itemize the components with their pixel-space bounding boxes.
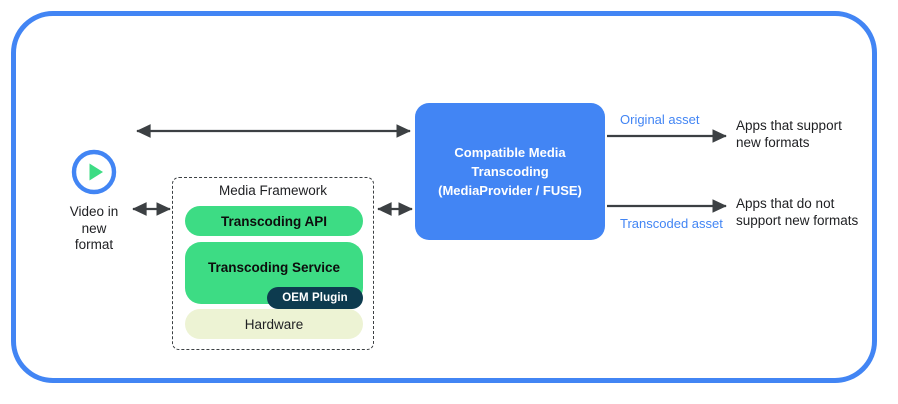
hardware-label: Hardware — [244, 316, 304, 332]
compatible-media-transcoding-box[interactable]: Compatible Media Transcoding (MediaProvi… — [415, 103, 605, 240]
apps-no-support-line-2: support new formats — [736, 213, 859, 228]
play-circle-icon — [71, 149, 117, 195]
video-source-label-line-3: format — [74, 237, 114, 252]
apps-no-support-label: Apps that do not support new formats — [736, 195, 858, 229]
apps-no-support-line-1: Apps that do not — [736, 196, 835, 211]
oem-plugin-label: OEM Plugin — [282, 292, 348, 304]
cmt-line-3: (MediaProvider / FUSE) — [438, 183, 582, 198]
transcoded-asset-label: Transcoded asset — [620, 216, 723, 231]
original-asset-label: Original asset — [620, 112, 700, 127]
video-source-label-line-2: new — [81, 220, 107, 236]
video-source-label: Video in new format — [44, 204, 144, 254]
apps-support-line-2: new formats — [736, 135, 810, 150]
video-source: Video in new format — [44, 148, 144, 254]
cmt-line-2: Transcoding — [471, 164, 549, 179]
apps-support-line-1: Apps that support — [736, 118, 842, 133]
cmt-line-1: Compatible Media — [454, 145, 566, 160]
transcoding-api-label: Transcoding API — [220, 213, 328, 229]
transcoding-service-label: Transcoding Service — [207, 260, 341, 275]
media-framework-group: Media Framework Transcoding API Transcod… — [172, 177, 374, 350]
hardware-box[interactable]: Hardware — [185, 309, 363, 339]
video-source-label-line-1: Video in — [69, 204, 119, 219]
media-framework-title: Media Framework — [218, 183, 328, 198]
apps-support-label: Apps that support new formats — [736, 117, 842, 151]
transcoding-api-box[interactable]: Transcoding API — [185, 206, 363, 236]
oem-plugin-badge[interactable]: OEM Plugin — [267, 287, 363, 309]
outer-frame — [11, 11, 877, 383]
